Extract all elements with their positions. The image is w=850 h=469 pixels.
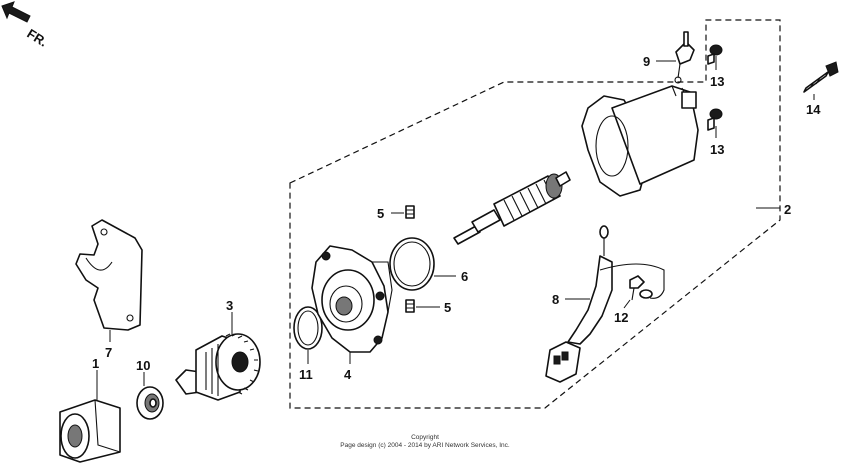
callout-5-lower: 5 (444, 300, 451, 315)
brush-upper-part (405, 205, 415, 219)
callout-11: 11 (299, 367, 313, 382)
callout-2: 2 (784, 202, 791, 217)
callout-6: 6 (461, 269, 468, 284)
callout-12: 12 (614, 310, 628, 325)
starter-clutch-gear-part (175, 333, 261, 401)
long-bolt-part (803, 61, 839, 93)
callout-14: 14 (806, 102, 821, 117)
copyright-title: Copyright (411, 434, 439, 441)
front-bracket-part (311, 245, 393, 353)
callout-9: 9 (643, 54, 650, 69)
o-ring-large-part (389, 237, 435, 291)
brush-holder-wire-part (545, 225, 665, 383)
armature-part (453, 171, 571, 245)
screw-upper-part (707, 44, 723, 65)
callout-7: 7 (105, 345, 112, 360)
callout-5-upper: 5 (377, 206, 384, 221)
front-direction-arrow-icon (1, 1, 31, 23)
screw-lower-part (707, 108, 723, 131)
callout-4: 4 (344, 367, 352, 382)
front-direction-label: FR. (24, 26, 50, 50)
bracket-plate-part (75, 219, 143, 331)
callout-10: 10 (136, 358, 150, 373)
drive-cover-part (59, 399, 121, 463)
callout-13-upper: 13 (710, 74, 724, 89)
terminal-part (674, 31, 695, 84)
copyright-notice: Copyright Page design (c) 2004 - 2014 by… (0, 434, 850, 450)
copyright-text: Page design (c) 2004 - 2014 by ARI Netwo… (340, 442, 510, 449)
callout-8: 8 (552, 292, 559, 307)
callout-13-lower: 13 (710, 142, 724, 157)
assembly-boundary (289, 19, 781, 409)
bearing-part (136, 386, 164, 420)
motor-case-part (581, 85, 699, 197)
nut-part (629, 275, 645, 301)
brush-lower-part (405, 299, 415, 313)
callout-1: 1 (92, 356, 99, 371)
callout-3: 3 (226, 298, 233, 313)
o-ring-small-part (293, 306, 323, 350)
